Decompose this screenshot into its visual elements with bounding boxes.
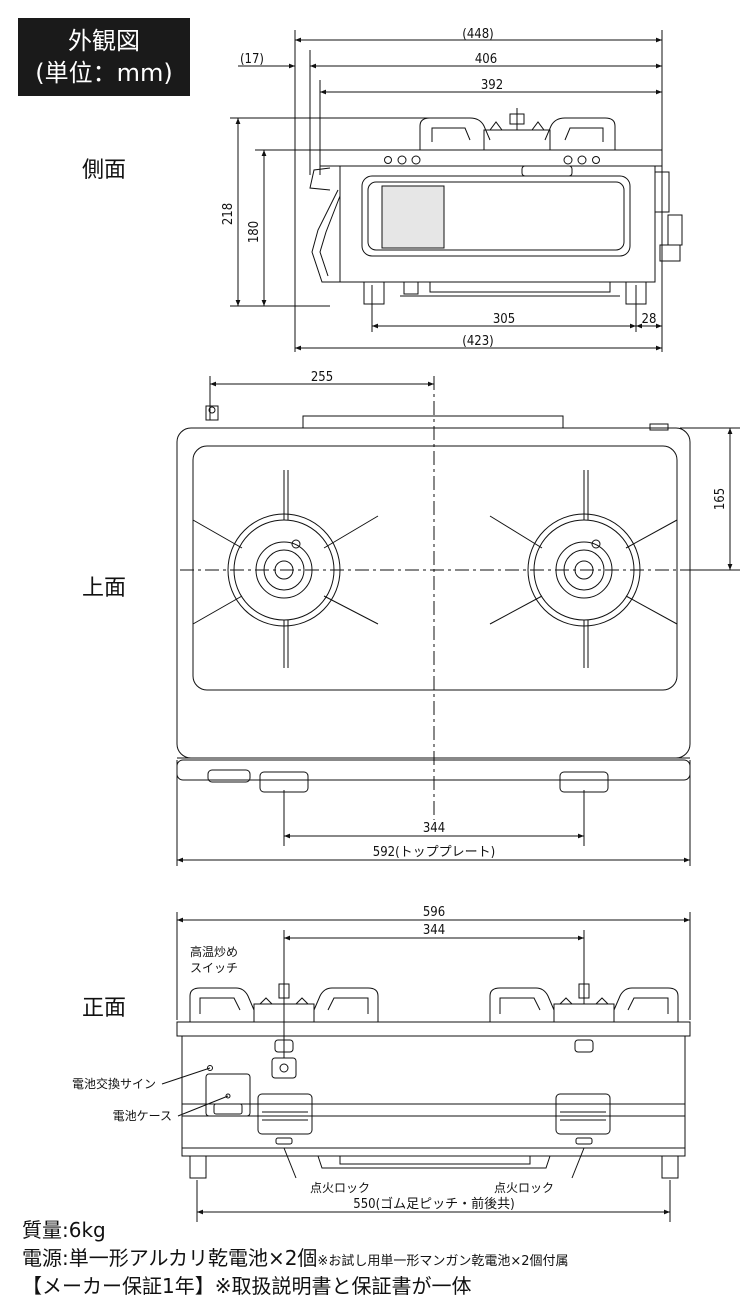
dim-side-448: (448) [462,27,493,42]
dim-side-406: 406 [475,52,497,67]
top-view-drawing [176,376,740,866]
label-switch-line2: スイッチ [190,961,238,975]
power-note: 電源:単一形アルカリ乾電池×2個※お試し用単一形マンガン乾電池×2個付属 [22,1242,568,1271]
dim-side-17: (17) [240,52,264,67]
dim-side-392: 392 [481,78,503,93]
dim-side-218: 218 [221,203,236,225]
dim-top-592: 592(トッププレート) [373,845,495,860]
dim-side-423: (423) [462,334,493,349]
label-battery-case: 電池ケース [113,1109,172,1123]
power-main: 電源:単一形アルカリ乾電池×2個 [22,1246,318,1270]
title-box: 外観図 (単位：mm) [18,18,190,96]
label-battery-sign: 電池交換サイン [72,1076,156,1091]
dim-side-28: 28 [642,312,657,327]
dim-top-344: 344 [423,821,445,836]
side-view-drawing [230,30,683,352]
dim-front-596: 596 [423,905,445,920]
title-unit: (単位：mm) [35,59,173,87]
front-view-drawing [161,912,691,1222]
front-view-label: 正面 [82,996,127,1021]
dim-side-305: 305 [493,312,515,327]
side-view-label: 側面 [82,158,127,183]
label-lock-right: 点火ロック [494,1181,554,1195]
warranty-note: 【メーカー保証1年】※取扱説明書と保証書が一体 [22,1274,472,1298]
weight-note: 質量:6kg [22,1218,106,1242]
label-lock-left: 点火ロック [310,1181,370,1195]
dim-side-180: 180 [247,221,262,243]
power-small: ※お試し用単一形マンガン乾電池×2個付属 [317,1254,569,1269]
dim-top-165: 165 [713,488,728,510]
top-view-label: 上面 [82,576,127,601]
title-main: 外観図 [68,27,140,55]
dim-top-255: 255 [311,370,333,385]
dim-front-550: 550(ゴム足ピッチ・前後共) [353,1196,514,1212]
label-switch-line1: 高温炒め [190,944,238,959]
dim-front-344: 344 [423,923,445,938]
